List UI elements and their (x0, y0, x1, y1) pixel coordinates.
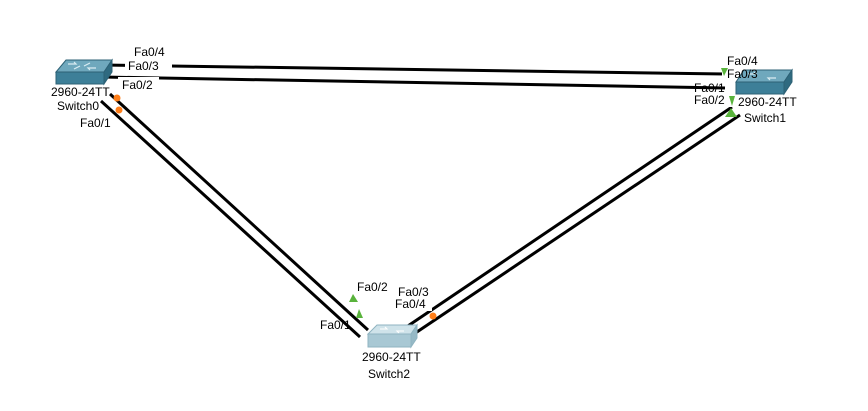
link-sw1-sw2-b[interactable] (401, 113, 741, 344)
switch0-name-label: Switch0 (57, 99, 99, 113)
port-labels: Fa0/4 Fa0/3 Fa0/2 Fa0/1 Fa0/4 Fa0/3 Fa0/… (80, 45, 758, 332)
port-led-sw0-fa0-2 (113, 94, 121, 102)
link-sw0-sw1-b[interactable] (102, 75, 726, 90)
port-label-sw2-fa0-2: Fa0/2 (357, 280, 388, 294)
port-label-sw1-fa0-2: Fa0/2 (694, 93, 725, 107)
port-label-sw1-fa0-1: Fa0/1 (694, 81, 725, 95)
link-sw0-sw2-b[interactable] (99, 99, 362, 339)
switch1-name-label: Switch1 (744, 111, 786, 125)
port-label-sw2-fa0-4: Fa0/4 (395, 297, 426, 311)
switch2-device[interactable] (366, 323, 418, 349)
port-label-sw0-fa0-3: Fa0/3 (128, 59, 159, 73)
port-markers (113, 68, 737, 320)
switch-icon (366, 323, 418, 349)
port-label-sw0-fa0-2: Fa0/2 (122, 78, 153, 92)
switch-icon (54, 58, 113, 86)
port-led-sw2-fa0-2 (349, 294, 358, 302)
port-led-sw1-fa0-4 (721, 68, 728, 76)
link-sw1-sw2-a[interactable] (395, 105, 733, 336)
switch-icon (735, 68, 793, 96)
port-led-sw1-fa0-1 (729, 96, 735, 106)
port-led-sw1-fa0-2 (725, 108, 737, 117)
port-led-sw0-fa0-1 (115, 106, 123, 114)
device-labels: 2960-24TT Switch0 2960-24TT Switch1 2960… (51, 85, 797, 381)
link-sw0-sw2-a[interactable] (108, 92, 370, 332)
link-sw0-sw1-a[interactable] (102, 63, 726, 76)
port-label-sw1-fa0-4: Fa0/4 (727, 54, 758, 68)
links (99, 63, 741, 344)
switch0-device[interactable] (54, 58, 113, 86)
port-led-sw2-fa0-4 (429, 312, 437, 320)
switch0-model-label: 2960-24TT (51, 85, 110, 99)
switch1-model-label: 2960-24TT (738, 95, 797, 109)
port-label-sw0-fa0-1: Fa0/1 (80, 116, 111, 130)
switch2-model-label: 2960-24TT (362, 350, 421, 364)
port-label-sw2-fa0-3: Fa0/3 (398, 285, 429, 299)
switch1-device[interactable] (735, 68, 793, 96)
label-backgrounds (118, 58, 764, 311)
port-label-sw1-fa0-3: Fa0/3 (727, 67, 758, 81)
switch2-name-label: Switch2 (368, 367, 410, 381)
port-label-sw2-fa0-1: Fa0/1 (320, 318, 351, 332)
port-led-sw2-fa0-1 (356, 309, 363, 318)
port-label-sw0-fa0-4: Fa0/4 (134, 45, 165, 59)
